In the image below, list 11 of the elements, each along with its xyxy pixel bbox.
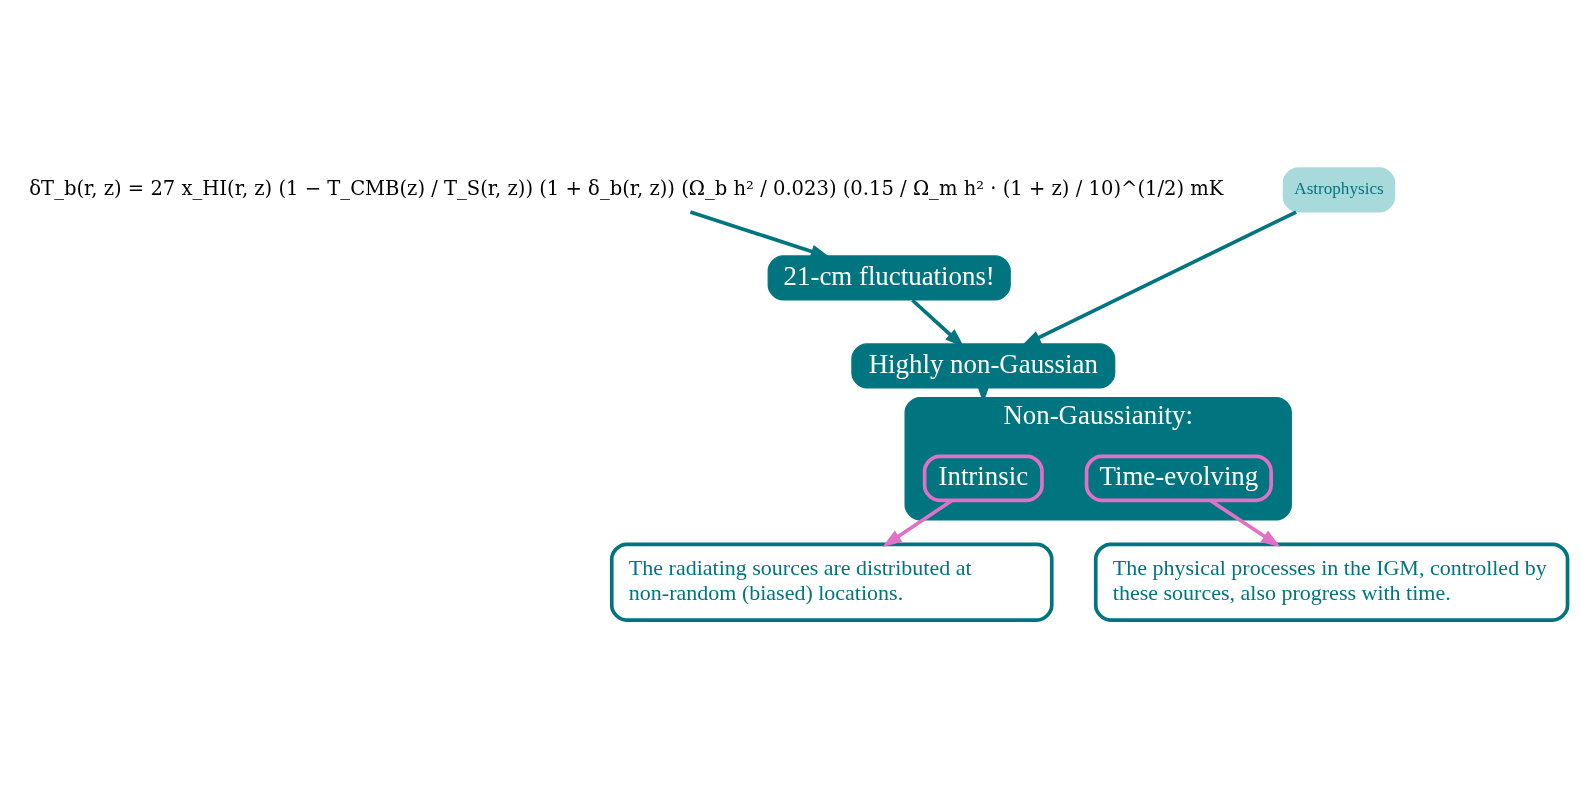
node-box: The physical processes in the IGM, controlled by these sources, also progress with time. xyxy=(1093,542,1570,622)
node-box: 21-cm fluctuations! xyxy=(767,255,1011,301)
node-box: The radiating sources are distributed at non-random (biased) locations. xyxy=(609,542,1054,622)
node-text: δT_b(r, z) = 27 x_HI(r, z) (1 − T_CMB(z) / T_S(r, z)) (1 + δ_b(r, z)) (Ω_b h² / 0.023) (0.15 / Ω_m h² · (1 + z) / 10)^(1/2) mK xyxy=(29,176,1224,200)
node-box: Astrophysics xyxy=(1282,167,1396,213)
arrow xyxy=(882,499,953,548)
node-box: Time-evolving xyxy=(1084,454,1273,503)
arrow xyxy=(689,210,831,258)
arrow xyxy=(1021,210,1297,347)
node-box: Intrinsic xyxy=(922,454,1044,503)
arrow xyxy=(1209,499,1281,548)
